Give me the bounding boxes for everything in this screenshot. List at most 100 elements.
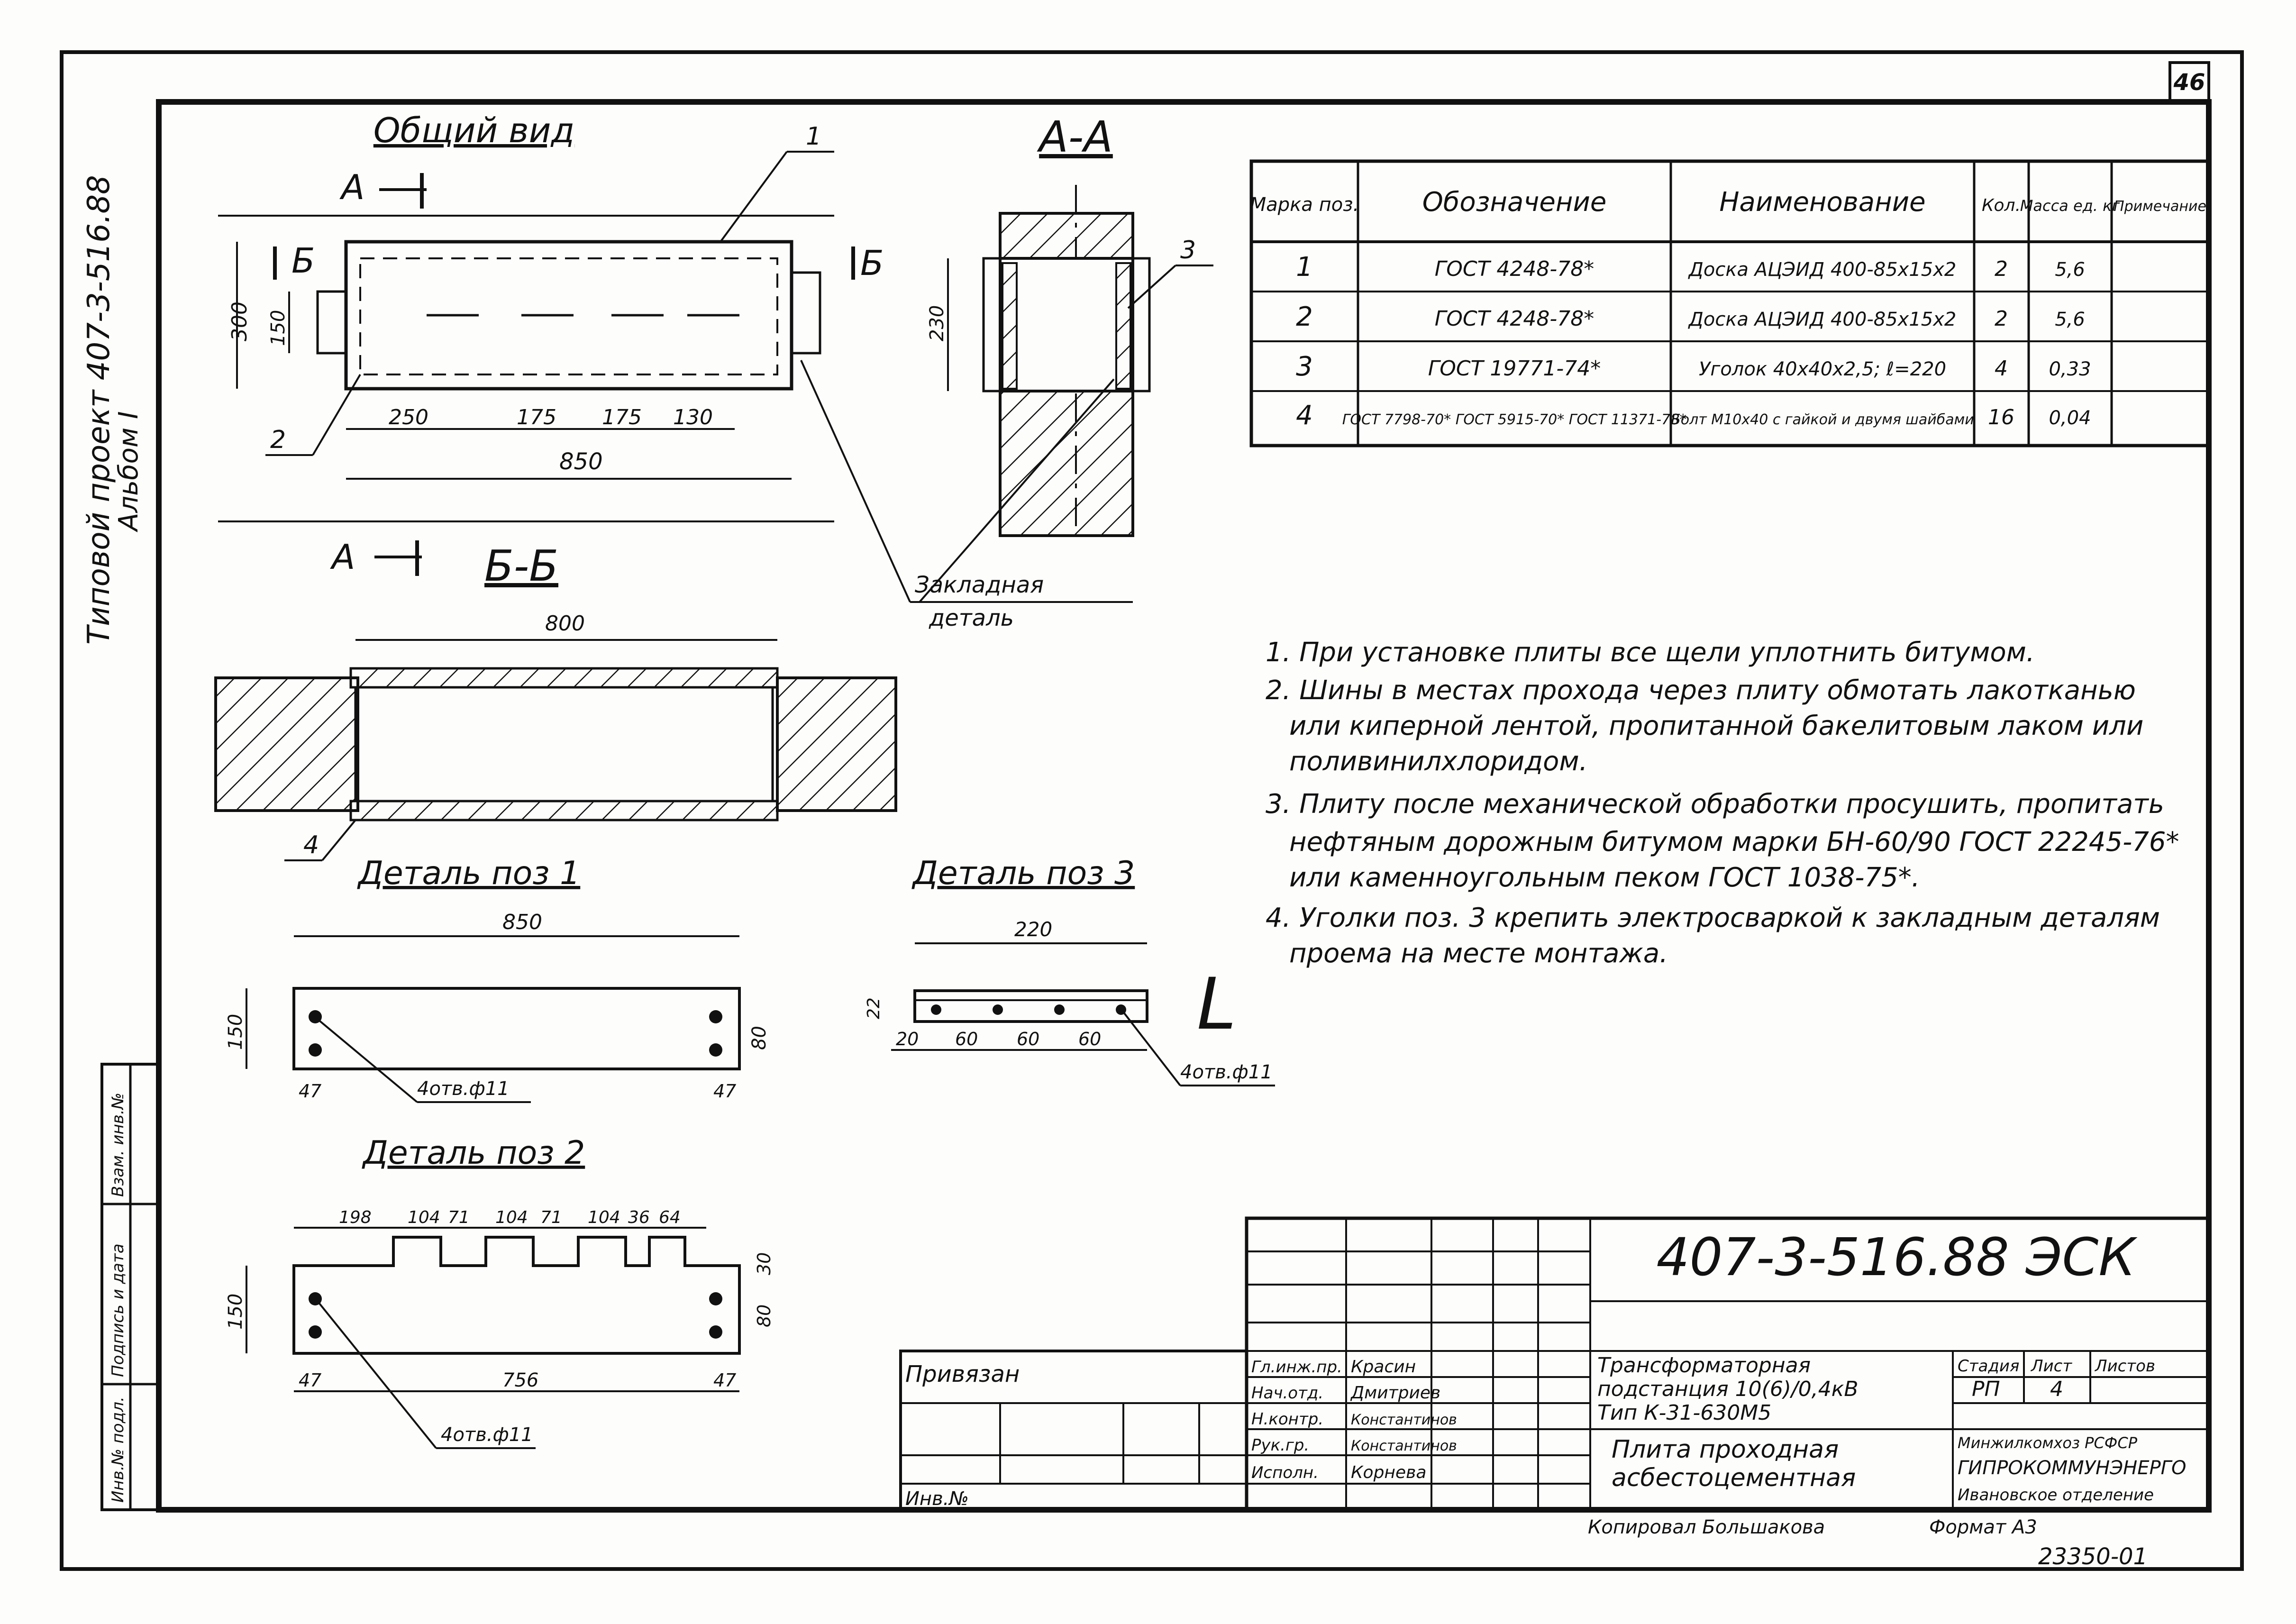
bb-wall-right (776, 676, 897, 812)
spec-cell-r0-c1: ГОСТ 4248-78* (1435, 257, 1594, 281)
spec-cell-r1-c0: 2 (1296, 301, 1313, 332)
section-bb-title: Б-Б (484, 541, 558, 591)
detail1-title: Деталь поз 1 (357, 855, 581, 892)
d3-holes: 4отв.ф11 (1180, 1061, 1273, 1083)
spec-cell-r1-c4: 5,6 (2055, 309, 2085, 330)
note-line-0: 1. При установке плиты все щели уплотнит… (1266, 637, 2035, 668)
bb-wall-left (214, 676, 359, 812)
stage-value: РП (1972, 1377, 2000, 1401)
name-4: Корнева (1351, 1463, 1426, 1482)
section-a-bottom: А (330, 537, 355, 577)
d2-dim-47a: 47 (299, 1370, 321, 1391)
stamp-signature: Подпись и дата (109, 1243, 128, 1377)
dim-150: 150 (267, 310, 289, 346)
spec-cell-r2-c2: Уголок 40х40х2,5; ℓ=220 (1699, 358, 1946, 380)
role-1: Нач.отд. (1251, 1384, 1323, 1403)
doc-code: 407-3-516.88 ЭСК (1657, 1227, 2138, 1287)
section-b-left: Б (292, 241, 315, 281)
d2-holes: 4отв.ф11 (441, 1424, 533, 1446)
d1-dim-850: 850 (502, 910, 542, 934)
stamp-inv: Инв.№ подл. (109, 1396, 128, 1503)
spec-cell-r0-c4: 5,6 (2055, 259, 2085, 281)
spec-cell-r3-c1: ГОСТ 7798-70* ГОСТ 5915-70* ГОСТ 11371-7… (1342, 411, 1687, 428)
d3-seg-2: 60 (1017, 1029, 1039, 1049)
name-2: Константинов (1351, 1412, 1457, 1428)
dim-250: 250 (389, 405, 428, 429)
section-b-right: Б (860, 243, 884, 283)
project-3: Тип К-31-630М5 (1597, 1401, 1771, 1425)
spec-cell-r3-c4: 0,04 (2049, 407, 2091, 429)
name-1: Дмитриев (1350, 1383, 1440, 1403)
note-line-4: 3. Плиту после механической обработки пр… (1266, 789, 2164, 820)
section-bb: Б-Б 800 4 (214, 541, 897, 861)
spec-cell-r0-c2: Доска АЦЭИД 400-85х15х2 (1688, 259, 1957, 281)
part-2: асбестоцементная (1612, 1464, 1856, 1492)
role-2: Н.контр. (1251, 1410, 1323, 1429)
notes: 1. При установке плиты все щели уплотнит… (1266, 637, 2179, 969)
pos4-label: 4 (303, 831, 319, 859)
spec-header-3: Кол. (1982, 196, 2021, 215)
sheets-header: Листов (2094, 1357, 2155, 1376)
general-view: Общий вид А А Б Б 300 150 250 (218, 110, 884, 577)
project-2: подстанция 10(6)/0,4кВ (1597, 1377, 1859, 1401)
d2-top-7: 64 (659, 1208, 681, 1227)
detail2-title: Деталь поз 2 (362, 1134, 585, 1172)
sheet-value: 4 (2050, 1377, 2063, 1401)
d2-dim-47b: 47 (713, 1370, 736, 1391)
pos3-label: 3 (1180, 236, 1196, 265)
role-0: Гл.инж.пр. (1251, 1358, 1342, 1377)
d2-top-2: 71 (448, 1208, 470, 1227)
left-stamp: Инв.№ подл. Подпись и дата Взам. инв.№ (100, 1063, 160, 1511)
role-4: Исполн. (1251, 1463, 1319, 1482)
d1-dim-150: 150 (225, 1014, 246, 1050)
note-line-1: 2. Шины в местах прохода через плиту обм… (1266, 675, 2136, 706)
section-aa-title: А-А (1037, 112, 1113, 162)
sheet-number-box (2168, 61, 2210, 102)
bound-label: Привязан (905, 1361, 1020, 1387)
embed-label-2: деталь (929, 605, 1014, 631)
spec-cell-r1-c3: 2 (1995, 307, 2008, 331)
part-1: Плита проходная (1612, 1435, 1839, 1464)
dim-230: 230 (926, 305, 948, 341)
side-title: Типовой проект 407-3-516.88 (82, 175, 117, 645)
note-line-8: проема на месте монтажа. (1289, 938, 1668, 969)
title-block: Привязан Инв.№ 407-3-516.88 ЭСК Гл.инж.п… (899, 1216, 2211, 1570)
d1-holes: 4отв.ф11 (417, 1078, 510, 1100)
side-album: Альбом I (113, 411, 144, 532)
d2-dim-150: 150 (225, 1294, 246, 1330)
d1-dim-47a: 47 (299, 1081, 321, 1102)
spec-cell-r3-c2: Болт М10х40 с гайкой и двумя шайбами (1671, 411, 1974, 428)
spec-header-0: Марка поз. (1250, 194, 1359, 216)
plate-inner-dashed (359, 257, 778, 375)
note-line-2: или киперной лентой, пропитанной бакелит… (1289, 711, 2143, 741)
note-line-6: или каменноугольным пеком ГОСТ 1038-75*. (1289, 862, 1920, 893)
spec-header-1: Обозначение (1422, 187, 1607, 218)
d1-dim-47b: 47 (713, 1081, 736, 1102)
detail-pos1: Деталь поз 1 850 150 80 47 47 4отв.ф11 (225, 855, 770, 1103)
d2-top-6: 36 (628, 1208, 650, 1227)
spec-cell-r3-c0: 4 (1296, 400, 1313, 431)
d2-dim-30: 30 (754, 1252, 774, 1275)
section-a-top: А (339, 167, 364, 207)
d1-dim-80: 80 (748, 1026, 770, 1050)
dim-800: 800 (545, 611, 585, 636)
name-3: Константинов (1351, 1438, 1457, 1454)
name-0: Красин (1351, 1357, 1416, 1377)
org-1: Минжилкомхоз РСФСР (1958, 1434, 2138, 1452)
d1-plate (292, 987, 741, 1070)
spec-cell-r2-c3: 4 (1995, 356, 2008, 381)
dim-850: 850 (559, 448, 603, 475)
spec-cell-r2-c0: 3 (1296, 351, 1313, 382)
d3-seg-0: 20 (896, 1029, 919, 1049)
d2-top-4: 71 (540, 1208, 562, 1227)
project-1: Трансформаторная (1597, 1353, 1811, 1378)
detail-pos2: Деталь поз 2 198 104 71 104 71 104 36 64… (225, 1134, 774, 1449)
stage-header: Стадия (1958, 1357, 2019, 1376)
archive-number: 23350-01 (2038, 1543, 2148, 1570)
spec-cell-r0-c0: 1 (1296, 252, 1313, 283)
d2-top-3: 104 (495, 1208, 528, 1227)
dim-175a: 175 (517, 405, 556, 429)
format-label: Формат А3 (1929, 1516, 2037, 1538)
